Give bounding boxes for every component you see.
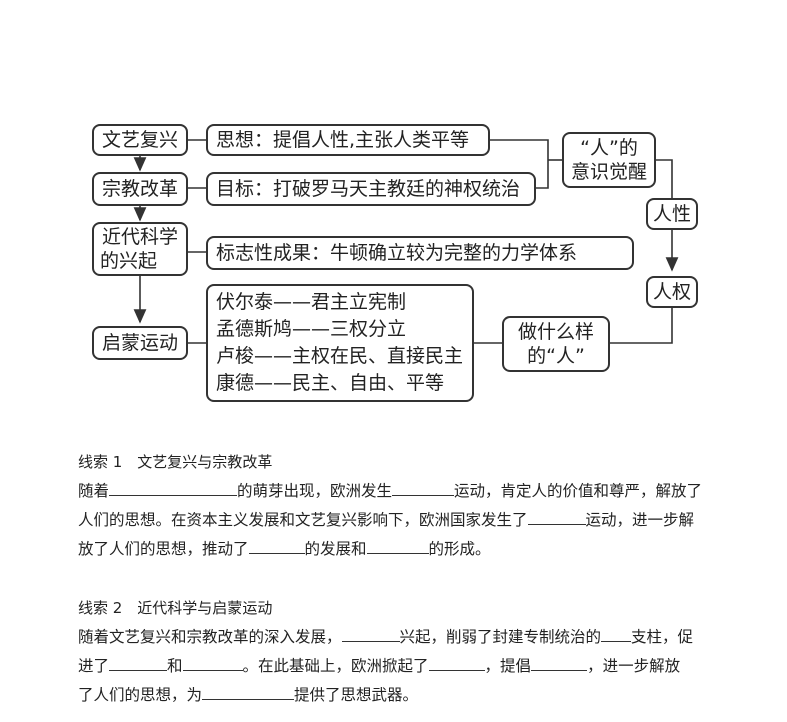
concept-diagram: 文艺复兴 宗教改革 近代科学 的兴起 启蒙运动 思想：提倡人性,主张人类平等 目… [92,124,698,402]
science-label-line2: 的兴起 [100,250,158,272]
clue-2-section: 线索 2 近代科学与启蒙运动 随着文艺复兴和宗教改革的深入发展， 兴起，削弱了封建… [78,594,738,710]
clue-2-text: 和 [167,657,183,675]
fill-blank[interactable] [428,656,485,671]
fill-blank[interactable] [202,685,295,700]
fill-blank[interactable] [531,656,588,671]
science-label-line1: 近代科学 [101,226,178,248]
box-enlightenment: 启蒙运动 [92,326,188,360]
clue-2-text: 兴起，削弱了封建专制统治的 [399,628,602,646]
clue-2-line-2: 进了 和 。在此基础上，欧洲掀起了 ，提倡 ，进一步解放 [78,652,738,681]
goal-label: 目标：打破罗马天主教廷的神权统治 [216,178,521,200]
thinker-montesquieu: 孟德斯鸠——三权分立 [216,318,407,340]
clue-1-text: 的发展和 [304,540,367,558]
box-thinkers: 伏尔泰——君主立宪制 孟德斯鸠——三权分立 卢梭——主权在民、直接民主 康德——… [206,284,474,402]
fill-blank[interactable] [601,627,632,642]
reformation-label: 宗教改革 [101,178,178,200]
clue-1-title: 线索 1 文艺复兴与宗教改革 [78,453,273,471]
human-rights-label: 人权 [652,281,691,303]
box-human-rights: 人权 [646,276,698,308]
enlightenment-label: 启蒙运动 [101,332,178,354]
clue-2-title: 线索 2 近代科学与启蒙运动 [78,599,273,617]
box-science: 近代科学 的兴起 [92,222,188,276]
clue-1-text: 人们的思想。在资本主义发展和文艺复兴影响下，欧洲国家发生了 [78,511,528,529]
achievement-label: 标志性成果：牛顿确立较为完整的力学体系 [216,242,578,264]
awakening-line2: 意识觉醒 [570,161,647,183]
box-goal: 目标：打破罗马天主教廷的神权统治 [206,172,536,206]
box-reformation: 宗教改革 [92,172,188,206]
clue-2-text: 进了 [78,657,110,675]
diagram-connectors [133,139,679,344]
clue-1-text: 放了人们的思想，推动了 [78,540,249,558]
thinker-voltaire: 伏尔泰——君主立宪制 [216,291,407,313]
fill-blank[interactable] [182,656,243,671]
clue-1-section: 线索 1 文艺复兴与宗教改革 随着 的萌芽出现，欧洲发生 运动，肯定人的价值和尊严，… [78,448,738,564]
clue-1-line-2: 人们的思想。在资本主义发展和文艺复兴影响下，欧洲国家发生了 运动，进一步解 [78,506,738,535]
fill-blank[interactable] [341,627,400,642]
clue-1-text: 运动，肯定人的价值和尊严，解放了 [454,482,703,500]
clue-2-text: ，进一步解放 [587,657,681,675]
clue-1-text: 运动，进一步解 [585,511,695,529]
fill-blank[interactable] [366,539,429,554]
clue-1-line-1: 随着 的萌芽出现，欧洲发生 运动，肯定人的价值和尊严，解放了 [78,477,738,506]
clue-2-line-1: 随着文艺复兴和宗教改革的深入发展， 兴起，削弱了封建专制统治的 支柱，促 [78,623,738,652]
clue-1-text: 的形成。 [428,540,491,558]
what-person-line1: 做什么样 [517,321,594,343]
fill-blank[interactable] [248,539,305,554]
clue-1-text: 随着 [78,482,110,500]
clue-2-line-3: 了人们的思想，为 提供了思想武器。 [78,681,738,710]
thought-label: 思想：提倡人性,主张人类平等 [216,129,470,151]
thinker-kant: 康德——民主、自由、平等 [216,372,445,394]
box-what-person: 做什么样 的“人” [502,316,610,372]
fill-blank[interactable] [109,481,238,496]
clue-2-text: 提供了思想武器。 [294,686,419,704]
fill-blank[interactable] [109,656,168,671]
what-person-line2: 的“人” [527,345,585,367]
renaissance-label: 文艺复兴 [101,129,178,151]
fill-blank[interactable] [527,510,586,525]
box-thought: 思想：提倡人性,主张人类平等 [206,124,490,156]
box-awakening: “人”的 意识觉醒 [562,132,656,188]
clue-1-line-3: 放了人们的思想，推动了 的发展和 的形成。 [78,535,738,564]
clue-2-text: 支柱，促 [631,628,694,646]
awakening-line1: “人”的 [580,137,638,159]
box-renaissance: 文艺复兴 [92,124,188,156]
box-humanity: 人性 [646,198,698,230]
clue-2-text: ，提倡 [484,657,532,675]
thinker-rousseau: 卢梭——主权在民、直接民主 [216,345,464,367]
box-achievement: 标志性成果：牛顿确立较为完整的力学体系 [206,236,634,270]
clue-2-text: 。在此基础上，欧洲掀起了 [242,657,429,675]
humanity-label: 人性 [652,203,691,225]
fill-blank[interactable] [392,481,455,496]
clue-2-text: 随着文艺复兴和宗教改革的深入发展， [78,628,342,646]
clue-2-text: 了人们的思想，为 [78,686,203,704]
clue-1-text: 的萌芽出现，欧洲发生 [237,482,393,500]
